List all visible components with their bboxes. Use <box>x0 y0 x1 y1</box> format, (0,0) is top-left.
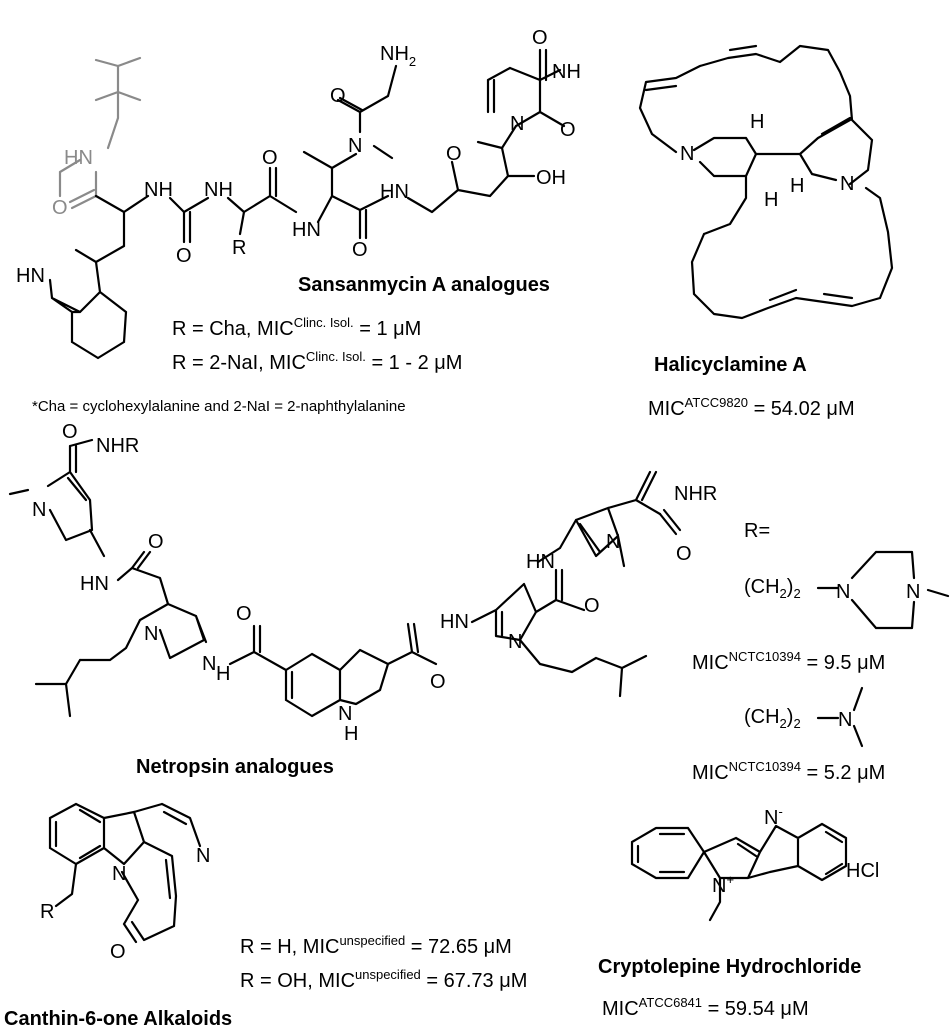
netropsin-title: Netropsin analogues <box>136 756 334 778</box>
netropsin-structure: O NHR N HN O N N H O N H O HN N O HN N O… <box>8 421 950 748</box>
halicyclamine-n1: N <box>680 143 694 165</box>
pyrrole-2-o: O <box>148 531 164 553</box>
canthin-mic-2: R = OH, MICunspecified = 67.73 μM <box>240 967 528 992</box>
pyrrole-4-o: O <box>676 543 692 565</box>
nhr-1: NHR <box>96 435 139 457</box>
canthin-n2: N <box>112 863 126 885</box>
r-label: R <box>232 237 246 259</box>
h-3: H <box>216 663 230 685</box>
urea-o: O <box>176 245 192 267</box>
canthin-title: Canthin-6-one Alkaloids <box>4 1008 233 1030</box>
trp-bonds <box>48 194 150 360</box>
sansanmycin-structure: HN O HN NH O NH R O HN O N O NH2 HN O OH… <box>16 27 581 360</box>
halicyclamine-structure: N N H H H <box>638 44 894 320</box>
nhr-2: NHR <box>674 483 717 505</box>
uracil-nh: NH <box>552 61 581 83</box>
residue-hn: HN <box>292 219 321 241</box>
piperazine-n1: N <box>836 581 850 603</box>
cryptolepine-n-minus: N- <box>764 804 783 829</box>
tbutyl-bonds <box>58 56 142 198</box>
piperazine-bonds <box>816 550 950 630</box>
glycyl-o: O <box>330 85 346 107</box>
oh-label: OH <box>536 167 566 189</box>
indole-hn: HN <box>16 265 45 287</box>
n-methyl-n: N <box>348 135 362 157</box>
residue-3-o: O <box>352 239 368 261</box>
canthin-structure: N N R O <box>40 802 210 963</box>
pyrrole-1-n: N <box>32 499 46 521</box>
canthin-r: R <box>40 901 54 923</box>
pyrrole-2-bonds <box>34 550 208 718</box>
netropsin-mic-1: MICNCTC10394 = 9.5 μM <box>692 649 886 674</box>
halicyclamine-n2: N <box>840 173 854 195</box>
canthin-bonds <box>48 802 202 944</box>
hn-4: HN <box>440 611 469 633</box>
sansanmycin-note: *Cha = cyclohexylalanine and 2-NaI = 2-n… <box>32 398 406 415</box>
cryptolepine-mic: MICATCC6841 = 59.54 μM <box>602 995 809 1020</box>
canthin-n1: N <box>196 845 210 867</box>
halicyclamine-h2: H <box>790 175 804 197</box>
amide-hn: HN <box>380 181 409 203</box>
urea-nh2: NH <box>204 179 233 201</box>
indole-n: N <box>338 703 352 725</box>
residue-3-bonds <box>302 150 390 240</box>
hn-2: HN <box>80 573 109 595</box>
pyrrole-1-o: O <box>62 421 78 443</box>
netropsin-r1-linker: (CH2)2 <box>744 576 801 601</box>
pyrrole-2-n: N <box>144 623 158 645</box>
indole-bonds <box>228 622 438 718</box>
canthin-mic-1: R = H, MICunspecified = 72.65 μM <box>240 933 512 958</box>
piperazine-n2: N <box>906 581 920 603</box>
pyrrole-3-o: O <box>584 595 600 617</box>
cryptolepine-n-plus: N+ <box>712 872 734 897</box>
uracil-o2: O <box>560 119 576 141</box>
nh-3: N <box>202 653 216 675</box>
halicyclamine-bonds <box>638 44 894 320</box>
pyrrole-1-bonds <box>8 438 106 558</box>
netropsin-r2-linker: (CH2)2 <box>744 706 801 731</box>
halicyclamine-mic: MICATCC9820 = 54.02 μM <box>648 395 855 420</box>
carbonyl-1 <box>68 188 98 210</box>
netropsin-mic-2: MICNCTC10394 = 5.2 μM <box>692 759 886 784</box>
halicyclamine-title: Halicyclamine A <box>654 354 807 376</box>
residue-o: O <box>262 147 278 169</box>
pyrrole-4-n: N <box>606 531 620 553</box>
cryptolepine-title: Cryptolepine Hydrochloride <box>598 956 862 978</box>
o-label: O <box>52 197 68 219</box>
indole-o2: O <box>430 671 446 693</box>
indole-h: H <box>344 723 358 745</box>
cryptolepine-bonds <box>630 822 848 922</box>
urea-bonds <box>168 196 210 244</box>
sansanmycin-mic-1: R = Cha, MICClinc. Isol. = 1 μM <box>172 315 422 340</box>
halicyclamine-h3: H <box>764 189 778 211</box>
cryptolepine-structure: N- N+ <box>630 804 848 922</box>
urea-nh1: NH <box>144 179 173 201</box>
nh2-label: NH2 <box>380 43 416 69</box>
hn-label: HN <box>64 147 93 169</box>
cryptolepine-hcl: HCl <box>846 860 880 882</box>
uracil-n1: N <box>510 113 524 135</box>
indole-o1: O <box>236 603 252 625</box>
canthin-o: O <box>110 941 126 963</box>
sugar-o: O <box>446 143 462 165</box>
hn-5: HN <box>526 551 555 573</box>
pyrrole-3-bonds <box>470 568 648 698</box>
halicyclamine-h1: H <box>750 111 764 133</box>
sugar-bonds <box>406 140 536 214</box>
netropsin-r-label: R= <box>744 520 771 542</box>
carbonyl-4 <box>658 508 682 536</box>
uracil-bonds <box>486 48 566 150</box>
dimethylamine-n: N <box>838 709 852 731</box>
residue-r-bonds <box>226 166 298 236</box>
sansanmycin-title: Sansanmycin A analogues <box>298 274 550 296</box>
glycyl-bonds <box>336 64 398 160</box>
pyrrole-3-n: N <box>508 631 522 653</box>
uracil-o1: O <box>532 27 548 49</box>
dimethylamine-bonds <box>816 686 864 748</box>
sansanmycin-mic-2: R = 2-NaI, MICClinc. Isol. = 1 - 2 μM <box>172 349 463 374</box>
pyrrole-4-bonds <box>536 470 662 568</box>
